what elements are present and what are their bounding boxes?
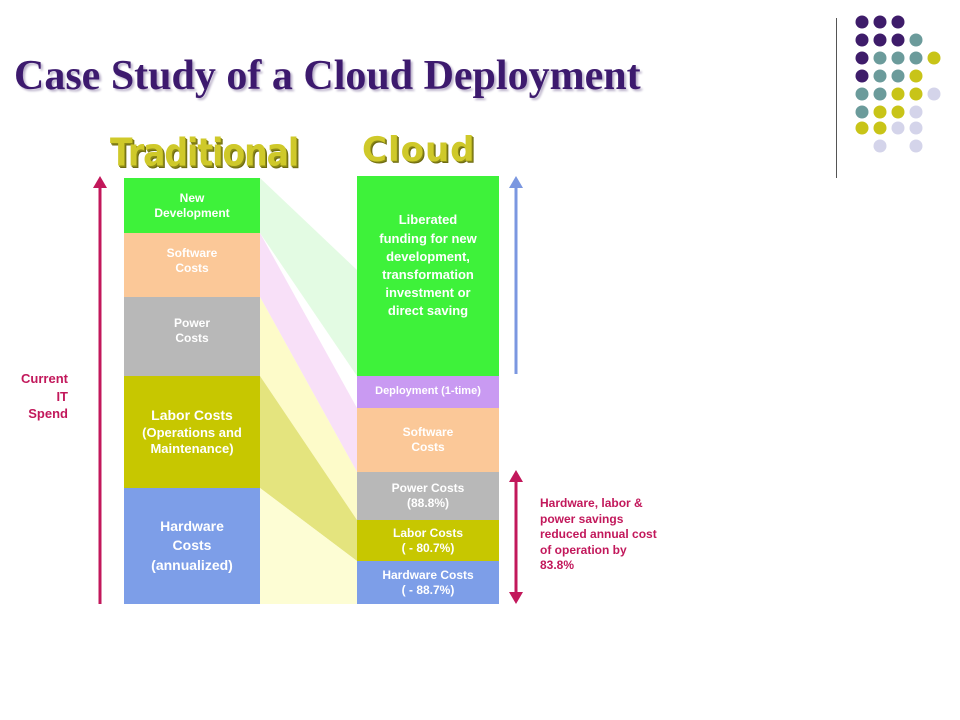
traditional-new-development-block: New Development (124, 178, 260, 233)
software-costs-label-1: Software (166, 246, 218, 260)
labor-costs-label-3: Maintenance) (150, 440, 234, 456)
power-costs-label-2: Costs (175, 330, 209, 345)
cloud-hardware-costs-block: Hardware Costs ( - 88.7%) (357, 561, 499, 604)
liberated-label-2: funding for new (379, 230, 477, 246)
power-costs-label-1: Power (173, 315, 210, 330)
new-development-label-1: New (179, 190, 205, 205)
traditional-labor-costs-block: Labor Costs (Operations and Maintenance) (124, 376, 260, 488)
labor-costs-label-2: (Operations and (142, 424, 242, 440)
new-development-label-2: Development (154, 205, 230, 220)
liberated-funding-arrow (509, 176, 523, 374)
cloud-liberated-funding-block: Liberated funding for new development, t… (357, 176, 499, 376)
software-ribbon (260, 233, 357, 472)
power-ribbon (260, 297, 357, 520)
hardware-costs-label-3: (annualized) (151, 556, 233, 573)
cloud-labor-costs-block: Labor Costs ( - 80.7%) (357, 520, 499, 561)
liberated-label-5: investment or (385, 285, 471, 301)
cloud-power-costs-block: Power Costs (88.8%) (357, 472, 499, 520)
savings-note-label: Hardware, labor & power savings reduced … (540, 496, 700, 574)
decorative-divider-line (836, 18, 837, 178)
savings-label-3: reduced annual cost (540, 527, 657, 542)
savings-label-1: Hardware, labor & (540, 496, 643, 510)
liberated-label-3: development, (386, 248, 470, 264)
savings-label-4: of operation by (540, 542, 627, 557)
deployment-label: Deployment (1-time) (375, 385, 481, 398)
cloud-hardware-label-2: ( - 88.7%) (401, 582, 455, 597)
labor-costs-label-1: Labor Costs (151, 407, 233, 423)
liberated-label-4: transformation (382, 267, 474, 282)
traditional-power-costs-block: Power Costs (124, 297, 260, 376)
hardware-ribbon (260, 488, 357, 604)
labor-ribbon (260, 376, 357, 561)
cloud-deployment-block: Deployment (1-time) (357, 376, 499, 408)
traditional-software-costs-block: Software Costs (124, 233, 260, 297)
cloud-labor-label-1: Labor Costs (392, 525, 463, 540)
decorative-dot-grid (855, 15, 941, 153)
cloud-labor-label-2: ( - 80.7%) (401, 540, 455, 555)
current-it-spend-label: Current IT Spend (4, 370, 68, 423)
current-label-2: IT (56, 388, 68, 404)
savings-label-5: 83.8% (540, 558, 575, 573)
current-label-1: Current (21, 371, 68, 386)
cloud-heading: Cloud (362, 130, 476, 170)
savings-label-2: power savings (540, 511, 624, 526)
cloud-software-label-1: Software (402, 425, 454, 439)
current-spend-arrow (93, 176, 107, 604)
liberated-label-6: direct saving (387, 303, 469, 319)
liberated-label-1: Liberated (398, 212, 458, 228)
savings-double-arrow (509, 470, 523, 604)
hardware-costs-label-1: Hardware (160, 517, 224, 534)
software-costs-label-2: Costs (175, 261, 209, 275)
cloud-power-label-2: (88.8%) (406, 496, 450, 510)
cloud-hardware-label-1: Hardware Costs (382, 567, 474, 582)
cloud-software-label-2: Costs (411, 440, 445, 454)
hardware-costs-label-2: Costs (172, 537, 212, 554)
cloud-power-label-1: Power Costs (391, 481, 465, 495)
cloud-software-costs-block: Software Costs (357, 408, 499, 472)
traditional-heading: Traditional (110, 130, 299, 175)
page-title: Case Study of a Cloud Deployment (14, 53, 641, 99)
new-dev-ribbon (260, 178, 357, 376)
traditional-hardware-costs-block: Hardware Costs (annualized) (124, 488, 260, 604)
current-label-3: Spend (28, 406, 68, 422)
